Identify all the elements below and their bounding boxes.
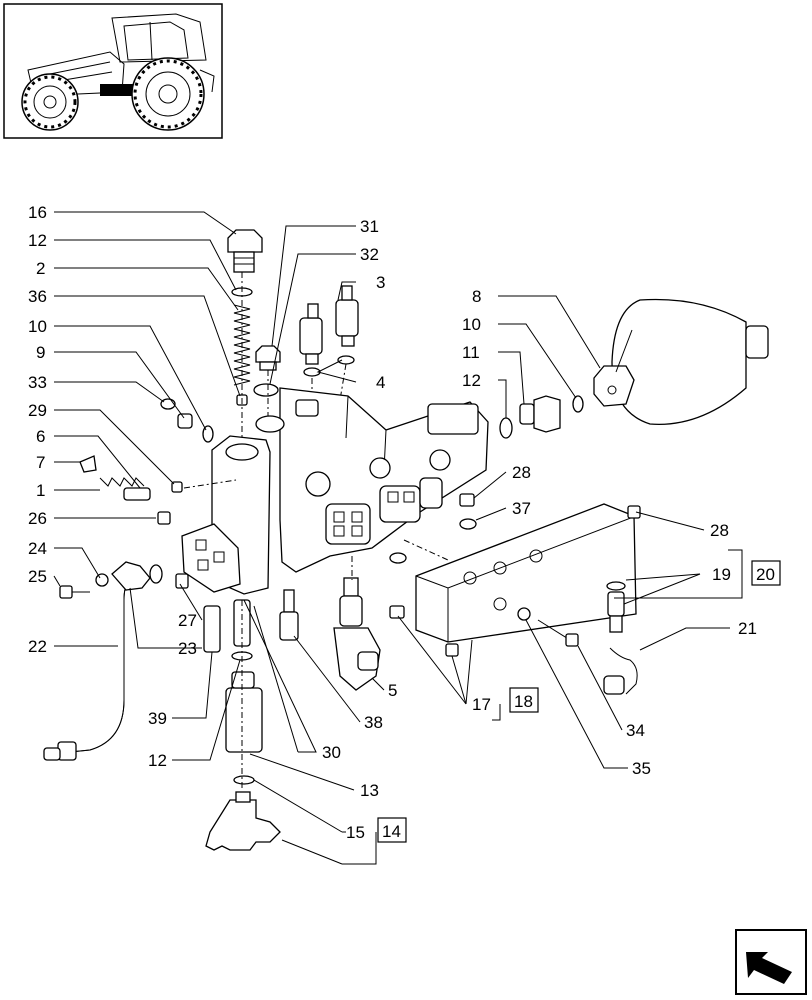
part-cartridge-5 [333,577,381,691]
part-valve-body [181,387,489,595]
part-tee-fitting-15 [205,791,281,851]
callout-18-box [509,687,539,713]
part-actuator-6-7 [79,455,151,501]
part-fitting-11 [519,395,561,433]
callout-labels: 16 12 2 36 10 9 33 29 6 7 1 26 24 25 22 … [28,203,781,843]
callout-7: 7 [36,453,45,472]
callout-21: 21 [738,619,757,638]
callout-8: 8 [472,287,481,306]
callout-3: 3 [376,273,385,292]
callout-4: 4 [376,373,385,392]
callout-19: 19 [712,565,731,584]
part-spring-2 [233,304,251,386]
part-fitting-38 [279,589,299,641]
callout-26: 26 [28,509,47,528]
callout-33: 33 [28,373,47,392]
callout-39: 39 [148,709,167,728]
next-page-arrow-icon[interactable] [735,929,807,995]
callout-25: 25 [28,567,47,586]
callout-1: 1 [36,481,45,500]
callout-10: 10 [28,317,47,336]
callout-36: 36 [28,287,47,306]
callout-28: 28 [512,463,531,482]
part-plug-16 [227,229,263,273]
callout-2: 2 [36,259,45,278]
callout-6: 6 [36,427,45,446]
callout-38: 38 [364,713,383,732]
callout-24: 24 [28,539,47,558]
part-filter-13 [225,671,263,753]
part-plug-31 [255,345,281,371]
callout-34: 34 [626,721,645,740]
part-sensor-3b [335,285,359,347]
callout-18: 18 [514,692,533,711]
callout-12-right: 12 [462,371,481,390]
callout-20-box [751,560,781,586]
part-accumulator-8 [593,298,769,426]
callout-13: 13 [360,781,379,800]
callout-16: 16 [28,203,47,222]
callout-35: 35 [632,759,651,778]
leader-lines [53,211,743,865]
callout-32: 32 [360,245,379,264]
callout-12-bottom: 12 [148,751,167,770]
part-pipe-22 [43,561,151,761]
callout-15: 15 [346,823,365,842]
callout-11: 11 [462,343,480,362]
callout-28-right: 28 [710,521,729,540]
tractor-thumbnail-icon [3,3,223,139]
callout-20: 20 [756,565,775,584]
callout-9: 9 [36,343,45,362]
callout-27: 27 [178,611,197,630]
callout-30: 30 [322,743,341,762]
callout-10-right: 10 [462,315,481,334]
part-clip-21 [603,647,638,695]
callout-37: 37 [512,499,531,518]
callout-5: 5 [388,681,397,700]
part-sensor-3a [299,303,323,365]
part-bolt-25 [59,585,90,599]
callout-31: 31 [360,217,379,236]
callout-22: 22 [28,637,47,656]
callout-14-box [377,817,407,843]
part-manifold-17 [415,503,637,643]
callout-12: 12 [28,231,47,250]
part-bolt-34 [537,619,579,647]
callout-17: 17 [472,695,491,714]
callout-29: 29 [28,401,47,420]
callout-23: 23 [178,639,197,658]
callout-14: 14 [382,822,401,841]
